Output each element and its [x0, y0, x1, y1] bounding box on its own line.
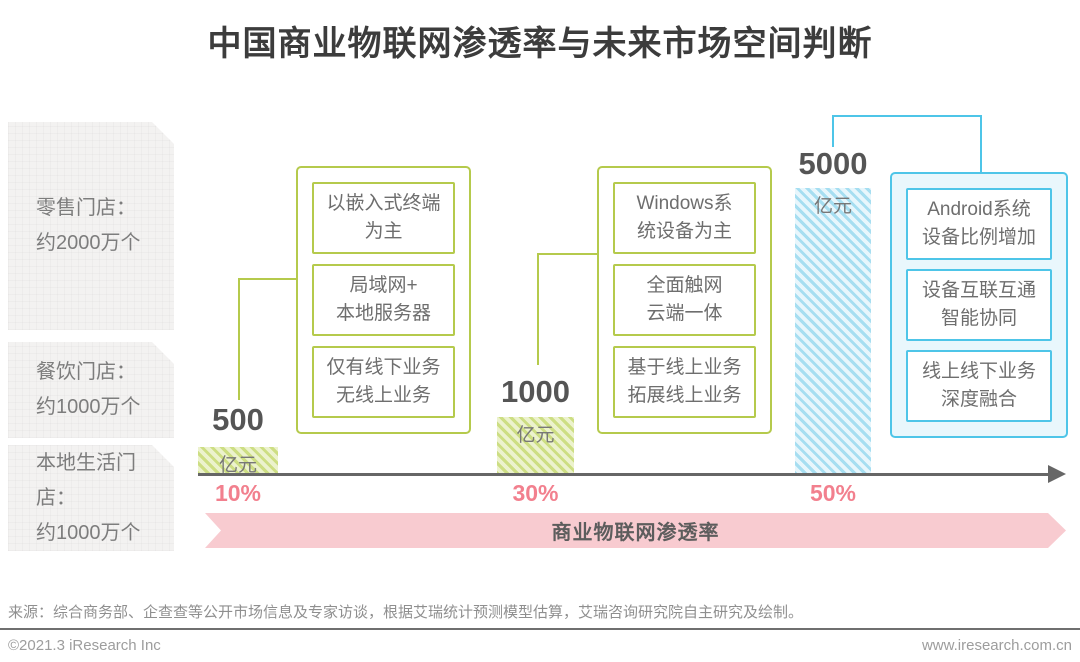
stage2-feature-group: Windows系 统设备为主 全面触网 云端一体 基于线上业务 拓展线上业务 [597, 166, 772, 434]
stage2-feature-3-line2: 拓展线上业务 [627, 385, 742, 406]
panel-retail-stores: 零售门店： 约2000万个 [8, 122, 174, 330]
stage2-feature-3: 基于线上业务 拓展线上业务 [613, 346, 756, 418]
stage2-bar-unit: 亿元 [516, 425, 555, 446]
stage2-feature-1-line1: Windows系 [636, 193, 733, 215]
stage1-bar-unit: 亿元 [218, 455, 257, 476]
stage3-bar: 亿元 [795, 188, 871, 475]
stage3-feature-1: Android系统 设备比例增加 [906, 188, 1052, 260]
footer-divider [0, 628, 1080, 630]
panel-local-life-line1: 本地生活门店： [36, 451, 136, 509]
penetration-axis-banner-label: 商业物联网渗透率 [551, 522, 720, 544]
stage1-feature-3: 仅有线下业务 无线上业务 [312, 346, 455, 418]
stage3-feature-3: 线上线下业务 深度融合 [906, 350, 1052, 422]
stage1-bar: 亿元 [198, 447, 278, 476]
stage1-feature-2: 局域网+ 本地服务器 [312, 264, 455, 336]
panel-restaurant-line2: 约1000万个 [36, 396, 141, 418]
stage3-bar-unit: 亿元 [813, 196, 852, 217]
panel-local-life-stores: 本地生活门店： 约1000万个 [8, 445, 174, 551]
stage2-feature-2: 全面触网 云端一体 [613, 264, 756, 336]
stage1-feature-3-line2: 无线上业务 [335, 385, 431, 406]
panel-retail-line1: 零售门店： [36, 197, 136, 219]
copyright-label: ©2021.3 iResearch Inc [8, 637, 161, 654]
stage3-market-value: 5000 [798, 146, 868, 181]
connector-stage3-left-stub [832, 115, 834, 147]
panel-restaurant-line1: 餐饮门店： [36, 361, 136, 383]
stage2-feature-2-line1: 全面触网 [646, 275, 723, 297]
stage1-penetration-label: 10% [214, 480, 262, 506]
connector-stage2-line [537, 253, 597, 365]
stage3-feature-group: Android系统 设备比例增加 设备互联互通 智能协同 线上线下业务 深度融合 [890, 172, 1068, 438]
stage2-feature-3-line1: 基于线上业务 [627, 357, 742, 379]
stage3-feature-3-line2: 深度融合 [940, 389, 1017, 410]
connector-stage3-bridge [832, 115, 982, 172]
stage1-feature-1-line1: 以嵌入式终端 [326, 193, 441, 215]
stage3-feature-3-line1: 线上线下业务 [921, 361, 1036, 383]
x-axis-line [198, 473, 1050, 476]
stage2-feature-2-line2: 云端一体 [646, 303, 723, 324]
connector-stage1-line [238, 278, 296, 400]
stage1-feature-1: 以嵌入式终端 为主 [312, 182, 455, 254]
x-axis-arrowhead-icon [1048, 465, 1066, 483]
source-note: 来源：综合商务部、企查查等公开市场信息及专家访谈，根据艾瑞统计预测模型估算，艾瑞… [8, 604, 804, 621]
stage3-feature-1-line2: 设备比例增加 [921, 227, 1036, 248]
stage1-market-value: 500 [212, 402, 264, 437]
stage3-penetration-label: 50% [809, 480, 857, 506]
website-label: www.iresearch.com.cn [921, 637, 1072, 654]
panel-local-life-line2: 约1000万个 [36, 521, 141, 544]
stage1-feature-1-line2: 为主 [364, 221, 403, 242]
penetration-axis-banner: 商业物联网渗透率 [205, 513, 1066, 548]
stage3-feature-1-line1: Android系统 [927, 199, 1031, 221]
stage2-feature-1: Windows系 统设备为主 [613, 182, 756, 254]
stage2-penetration-label: 30% [512, 480, 559, 506]
stage3-feature-2-line1: 设备互联互通 [921, 280, 1036, 302]
stage1-feature-2-line1: 局域网+ [349, 275, 418, 297]
stage3-feature-2: 设备互联互通 智能协同 [906, 269, 1052, 341]
page-title: 中国商业物联网渗透率与未来市场空间判断 [207, 25, 873, 63]
stage3-feature-2-line2: 智能协同 [940, 308, 1017, 329]
stage1-feature-group: 以嵌入式终端 为主 局域网+ 本地服务器 仅有线下业务 无线上业务 [296, 166, 471, 434]
stage2-feature-1-line2: 统设备为主 [636, 221, 732, 242]
stage2-market-value: 1000 [501, 374, 570, 409]
panel-retail-line2: 约2000万个 [36, 232, 141, 254]
stage2-bar: 亿元 [497, 417, 574, 475]
stage1-feature-2-line2: 本地服务器 [335, 303, 431, 324]
panel-restaurant-stores: 餐饮门店： 约1000万个 [8, 342, 174, 438]
stage1-feature-3-line1: 仅有线下业务 [326, 357, 441, 379]
